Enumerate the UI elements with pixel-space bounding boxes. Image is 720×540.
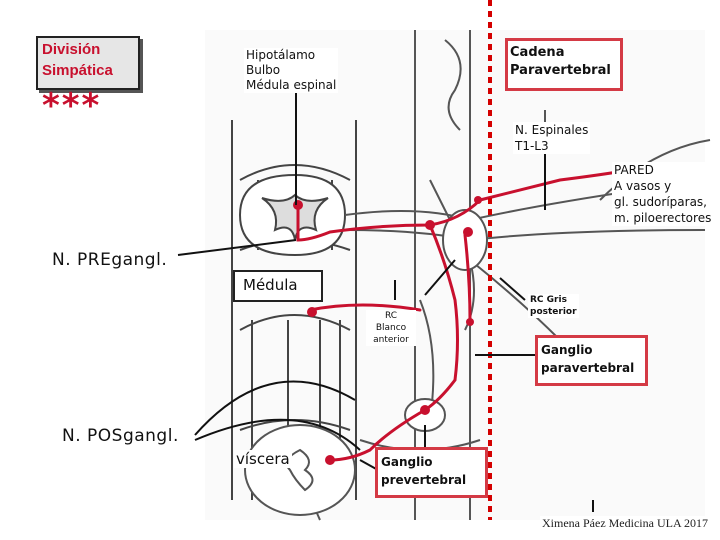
label-pared: PARED A vasos y gl. sudoríparas, m. pilo… xyxy=(612,162,720,226)
label-ganglio-prevertebral: Ganglio prevertebral xyxy=(375,447,488,498)
label-rc-gris: RC Gris posterior xyxy=(528,294,579,318)
label-cadena-paravertebral: Cadena Paravertebral xyxy=(505,38,623,91)
red-pathways xyxy=(296,168,632,462)
label-medula: Médula xyxy=(233,270,323,302)
pointer-npos-upper xyxy=(194,380,356,436)
pointer-rc-blanco xyxy=(424,259,456,296)
preganglionic-red-path xyxy=(296,198,482,242)
stars: *** xyxy=(42,86,102,126)
chain-red-path xyxy=(463,233,472,322)
label-ganglio-paravertebral: Ganglio paravertebral xyxy=(535,335,648,386)
label-viscera: víscera xyxy=(234,450,292,468)
label-rc-blanco: RC Blanco anterior xyxy=(366,310,416,346)
title-line-2: Simpática xyxy=(42,62,113,79)
pointer-npre xyxy=(177,239,297,256)
pared-red-path xyxy=(478,168,632,202)
splanchnic-red-path xyxy=(428,223,459,382)
postganglionic-red-path xyxy=(328,378,457,462)
label-hipotalamo: Hipotálamo Bulbo Médula espinal xyxy=(244,48,339,93)
title-line-1: División xyxy=(42,41,101,58)
pointer-npos-lower xyxy=(194,418,361,451)
pointer-rc-gris xyxy=(499,277,526,301)
label-npos: N. POSgangl. xyxy=(60,426,181,446)
title-box: División Simpática xyxy=(36,36,140,90)
credit: Ximena Páez Medicina ULA 2017 xyxy=(540,516,710,531)
label-n-espinales: N. Espinales T1-L3 xyxy=(513,122,591,154)
cord-cross-section xyxy=(238,173,347,257)
label-npre: N. PREgangl. xyxy=(50,250,170,270)
pointer-lines xyxy=(177,78,594,512)
ganglia xyxy=(244,209,488,516)
lower-red-path xyxy=(308,303,422,312)
